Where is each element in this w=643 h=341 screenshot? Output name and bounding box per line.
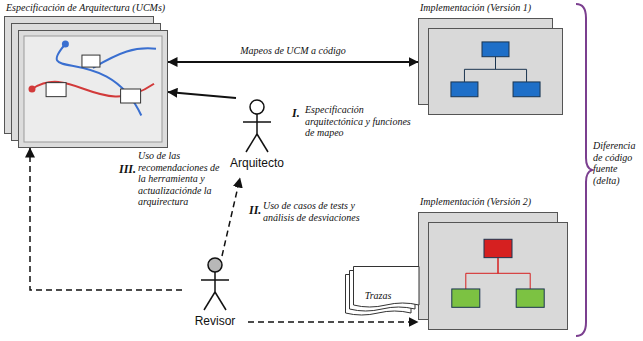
delta-brace bbox=[576, 4, 592, 336]
actor-head bbox=[208, 258, 222, 272]
step-note: Uso de las recomendaciones de la herrami… bbox=[138, 150, 220, 208]
ucm-component bbox=[46, 83, 66, 97]
class-box bbox=[484, 239, 512, 257]
tree-link bbox=[498, 258, 530, 289]
brace-label: Diferencia de código fuente (delta) bbox=[593, 140, 640, 186]
step-number: III. bbox=[119, 162, 136, 176]
document-name: Trazas bbox=[345, 274, 411, 316]
connector-arrow bbox=[168, 61, 418, 63]
class-box bbox=[482, 42, 509, 57]
actor-head bbox=[250, 100, 264, 114]
class-box bbox=[516, 289, 544, 307]
step-note: Uso de casos de tests y análisis de desv… bbox=[263, 200, 378, 223]
actor-body bbox=[256, 114, 258, 134]
trace-documents: Trazas bbox=[345, 266, 419, 316]
edge-label: Mapeos de UCM a código bbox=[237, 45, 349, 57]
ucm-component bbox=[121, 89, 141, 103]
class-box bbox=[452, 289, 480, 307]
step-note: Especificación arquitectónica y funcione… bbox=[305, 104, 415, 139]
architecture-spec-stack: Especificación de Arquitectura (UCMs) bbox=[4, 2, 168, 148]
implementation-stack: Implementación (Versión 1) bbox=[418, 2, 563, 115]
frame bbox=[429, 223, 568, 330]
class-box bbox=[451, 82, 478, 97]
frame bbox=[429, 29, 563, 115]
class-box bbox=[513, 82, 540, 97]
actor-arms bbox=[243, 121, 271, 123]
trace-page bbox=[354, 267, 420, 308]
actor-name: Revisor bbox=[182, 314, 248, 328]
tree-link bbox=[466, 258, 498, 289]
node-illustration bbox=[418, 196, 568, 330]
implementation-stack: Implementación (Versión 2) bbox=[418, 196, 568, 330]
dashed-connector bbox=[222, 178, 240, 256]
architect-actor: Arquitecto bbox=[222, 98, 292, 178]
ucm-start-blue bbox=[62, 41, 69, 48]
actor-leg bbox=[246, 134, 257, 152]
ucm-path-blue bbox=[93, 48, 156, 68]
actor-body bbox=[214, 272, 216, 292]
tree-link bbox=[464, 57, 495, 82]
step-number: II. bbox=[249, 203, 261, 217]
stack-heading: Especificación de Arquitectura (UCMs) bbox=[6, 2, 165, 14]
stack-heading: Implementación (Versión 1) bbox=[420, 2, 531, 14]
actor-name: Arquitecto bbox=[222, 156, 292, 170]
actor-leg bbox=[215, 292, 226, 310]
node-illustration bbox=[418, 2, 563, 115]
reviewer-actor: Revisor bbox=[182, 256, 248, 336]
actor-leg bbox=[257, 134, 268, 152]
stack-heading: Implementación (Versión 2) bbox=[420, 196, 531, 208]
ucm-path-blue bbox=[57, 44, 142, 116]
actor-leg bbox=[204, 292, 215, 310]
actor-arms bbox=[201, 279, 229, 281]
frame bbox=[19, 31, 168, 148]
connector-arrow bbox=[168, 92, 236, 98]
step-number: I. bbox=[292, 106, 300, 120]
node-illustration bbox=[4, 2, 168, 148]
ucm-component bbox=[82, 55, 100, 67]
tree-link bbox=[496, 57, 527, 82]
ucm-panel bbox=[24, 36, 162, 142]
ucm-start-red bbox=[29, 86, 36, 93]
dashed-connector bbox=[248, 321, 418, 323]
